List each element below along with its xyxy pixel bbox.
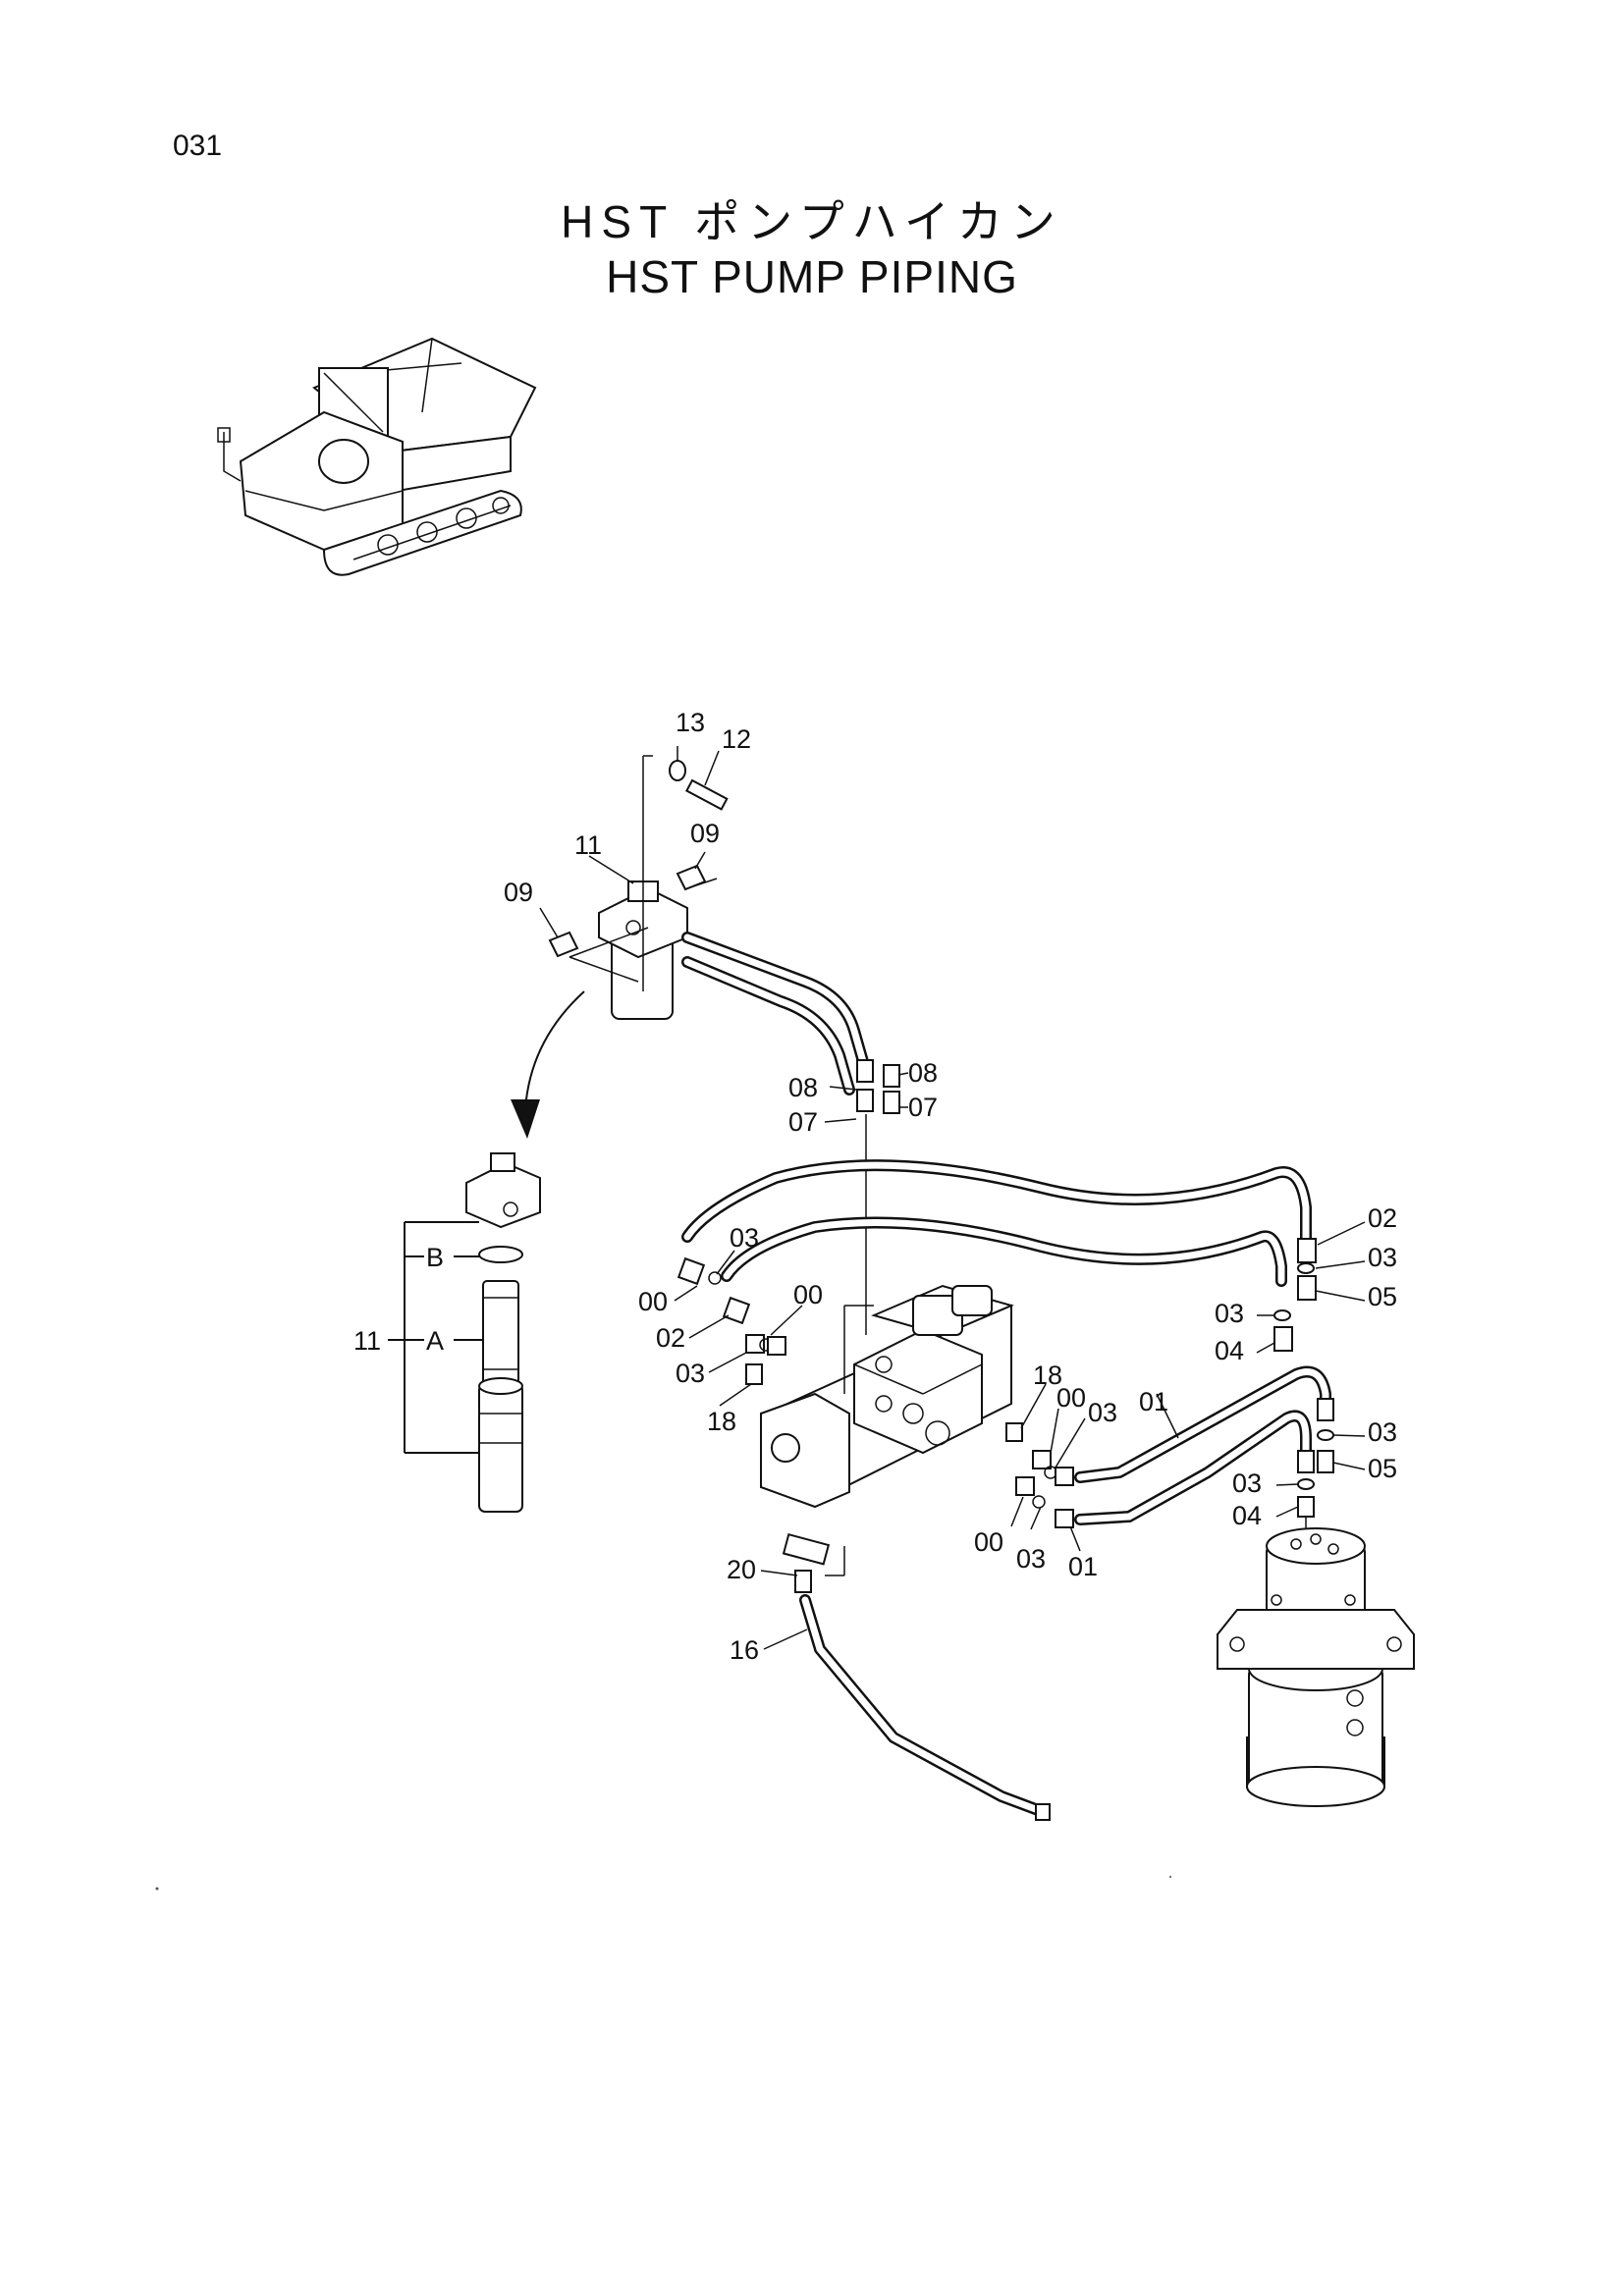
callout-09-left: 09 — [504, 878, 533, 907]
callout-03-right-2: 03 — [1215, 1299, 1244, 1328]
callout-18-right: 18 — [1033, 1361, 1062, 1390]
line-filter-assembly — [548, 755, 729, 1020]
callout-16: 16 — [730, 1635, 759, 1665]
callout-00-left: 00 — [638, 1287, 668, 1316]
callout-03-right-4: 03 — [1232, 1468, 1262, 1498]
callout-07-left: 07 — [788, 1107, 818, 1137]
swivel-side-piping — [1005, 1365, 1334, 1551]
callout-02-right: 02 — [1368, 1203, 1397, 1233]
callout-13: 13 — [676, 708, 705, 737]
filter-exploded-detail — [388, 1152, 541, 1513]
callout-03-left: 03 — [676, 1359, 705, 1388]
callout-09-right: 09 — [690, 819, 720, 848]
long-pressure-hoses — [677, 1159, 1317, 1385]
scan-dot — [1168, 1875, 1172, 1879]
callout-08-left: 08 — [788, 1073, 818, 1102]
callout-05-lower: 05 — [1368, 1454, 1397, 1483]
callout-labels: 13 12 09 11 09 08 08 07 07 03 00 00 02 0… — [353, 708, 1397, 1665]
hst-pump — [760, 1284, 1014, 1576]
filter-part-a-label: A — [426, 1326, 444, 1356]
callout-11-top: 11 — [574, 830, 602, 860]
filter-return-piping — [681, 932, 900, 1335]
center-swivel-joint — [1217, 1527, 1415, 1807]
filter-assembly-label: 11 — [353, 1326, 381, 1356]
callout-00-mid: 00 — [1056, 1383, 1086, 1413]
filter-part-b-label: B — [426, 1243, 444, 1272]
callout-18-left: 18 — [707, 1407, 736, 1436]
leader-lines — [539, 746, 1366, 1650]
callout-07-right: 07 — [908, 1093, 938, 1122]
callout-00-lower: 00 — [974, 1527, 1003, 1557]
callout-05-upper: 05 — [1368, 1282, 1397, 1311]
diagram-title-japanese: HST ポンプハイカン — [561, 196, 1063, 247]
callout-03-lower: 03 — [1016, 1544, 1046, 1574]
callout-02-left: 02 — [656, 1323, 685, 1353]
callout-12: 12 — [722, 724, 751, 754]
callout-03-upper-left: 03 — [730, 1223, 759, 1253]
detail-arrow — [524, 990, 585, 1110]
callout-03-mid: 03 — [1088, 1398, 1117, 1427]
callout-01-upper: 01 — [1139, 1387, 1168, 1416]
arrow-head — [511, 1099, 540, 1139]
callout-00-center: 00 — [793, 1280, 823, 1309]
diagram-title-english: HST PUMP PIPING — [606, 251, 1018, 302]
crawler-carrier-thumbnail — [217, 337, 537, 576]
callout-03-right-1: 03 — [1368, 1243, 1397, 1272]
scan-dot — [155, 1887, 159, 1891]
page-number: 031 — [173, 130, 223, 162]
callout-20: 20 — [727, 1555, 756, 1584]
callout-03-right-3: 03 — [1368, 1417, 1397, 1447]
suction-piping — [782, 1532, 1051, 1821]
callout-04-lower: 04 — [1232, 1501, 1262, 1530]
callout-01-lower: 01 — [1068, 1552, 1098, 1581]
callout-08-right: 08 — [908, 1058, 938, 1088]
callout-04-upper: 04 — [1215, 1336, 1244, 1365]
